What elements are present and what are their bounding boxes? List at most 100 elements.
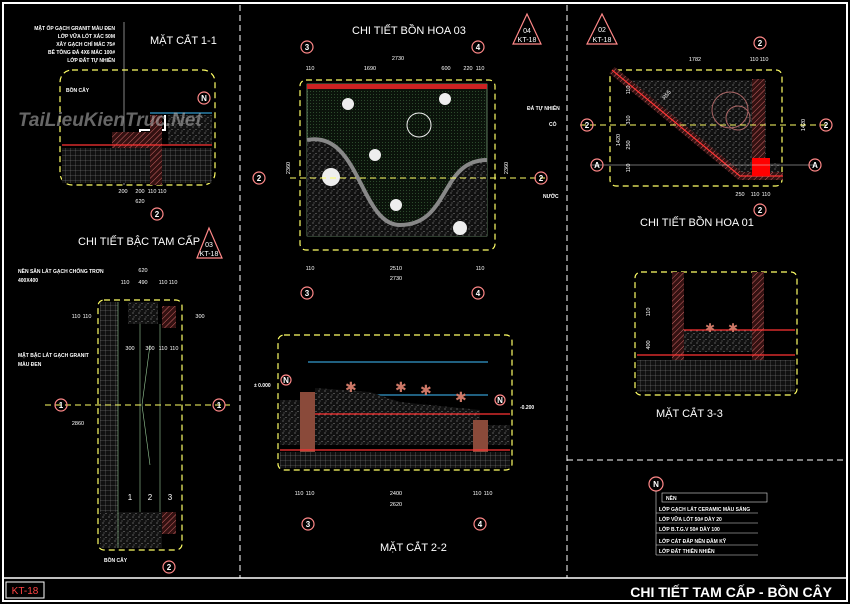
grid-bubble-2: 2 — [753, 203, 767, 217]
planter-01-title: CHI TIẾT BỒN HOA 01 — [640, 216, 754, 229]
svg-text:03: 03 — [205, 242, 213, 249]
dim-total: 2730 — [392, 56, 404, 62]
svg-text:2: 2 — [585, 121, 590, 130]
section-2-2-title: MẶT CẮT 2-2 — [380, 541, 447, 554]
dim-label: 110 — [306, 491, 315, 497]
svg-text:3: 3 — [306, 520, 311, 529]
layer-label: MẶT ỐP GẠCH GRANIT MÀU ĐEN — [34, 25, 115, 32]
dim-label: 110 — [158, 189, 167, 195]
legend-item: LỚP ĐẤT THIÊN NHIÊN — [659, 547, 715, 555]
grid-bubble-3: 3 — [300, 286, 314, 300]
svg-text:3: 3 — [305, 43, 310, 52]
dim-label: 200 — [135, 189, 144, 195]
legend-item: LỚP CÁT ĐẮP NỀN ĐẦM KỸ — [659, 537, 727, 545]
sheet-code: KT-18 — [12, 586, 39, 597]
dim-label: 110 — [170, 346, 179, 352]
svg-text:2: 2 — [539, 174, 544, 183]
dim-label: 110 — [484, 491, 493, 497]
dim-label: 110 — [476, 66, 485, 72]
dim-label: 1420 — [616, 134, 622, 146]
svg-text:✱: ✱ — [395, 379, 407, 395]
grid-bubble-a: A — [590, 158, 604, 172]
watermark-logo: TaiLieuKienTruc.Net — [18, 110, 202, 131]
svg-text:2: 2 — [758, 206, 763, 215]
dim-label: 110 — [306, 66, 315, 72]
dim-label: 110 — [750, 57, 759, 63]
svg-text:4: 4 — [476, 289, 481, 298]
north-marker: N — [648, 476, 664, 492]
svg-text:4: 4 — [478, 520, 483, 529]
grid-bubble-4: 4 — [473, 517, 487, 531]
dim-label: 110 — [646, 308, 652, 317]
dim-label: 110 — [626, 164, 632, 173]
svg-text:02: 02 — [598, 27, 606, 34]
dim-label: 250 — [626, 140, 632, 149]
svg-text:2: 2 — [167, 563, 172, 572]
dim-label: 110 — [83, 314, 92, 320]
section-2-2: ✱✱✱✱ ± 0.000 -0.200 N N 110 110 2400 110… — [254, 334, 534, 554]
dim-label: 110 — [473, 491, 482, 497]
layer-label: LỚP VỮA LÓT XÁC 50M — [58, 32, 115, 40]
north-marker: N — [494, 394, 506, 406]
planter-tag: BỒN CÂY — [66, 87, 90, 94]
material-legend: N NỀN LỚP GẠCH LÁT CERAMIC MÀU SÁNG LỚP … — [648, 476, 768, 556]
dim-label: R55 — [662, 90, 673, 102]
svg-text:4: 4 — [476, 43, 481, 52]
dim-label: 220 — [463, 66, 472, 72]
layer-label: LỚP ĐẤT TỰ NHIÊN — [67, 56, 115, 64]
svg-text:2: 2 — [758, 39, 763, 48]
dim-label: 1690 — [364, 66, 376, 72]
grid-bubble-2: 2 — [150, 207, 164, 221]
step-number: 1 — [128, 493, 133, 502]
dim-label: 110 — [72, 314, 81, 320]
dim-label: 110 — [476, 266, 485, 272]
dim-label: 110 — [159, 346, 168, 352]
dim-total: 2620 — [390, 502, 402, 508]
section-3-3: ✱✱ 110 400 MẶT CẮT 3-3 — [634, 271, 798, 420]
dim-label: 300 — [125, 346, 134, 352]
level-marker: ± 0.000 — [254, 383, 271, 389]
layer-label: XÂY GẠCH CHỈ MÁC 75# — [56, 41, 115, 48]
svg-text:2: 2 — [824, 121, 829, 130]
grid-bubble-2: 2 — [753, 36, 767, 50]
dim-label: 2860 — [72, 421, 84, 427]
section-marker-2: 2 — [534, 171, 548, 185]
dim-label: 490 — [138, 280, 147, 286]
dim-label: 2400 — [390, 491, 402, 497]
dim-label: 110 — [148, 189, 157, 195]
dim-total: 2730 — [390, 276, 402, 282]
note-label: 400X400 — [18, 278, 38, 284]
north-marker: N — [197, 91, 211, 105]
svg-text:✱: ✱ — [345, 379, 357, 395]
dim-label: 2510 — [390, 266, 402, 272]
section-marker-2: 2 — [252, 171, 266, 185]
planter-tag: BỒN CÂY — [104, 557, 128, 564]
dim-label: 1782 — [689, 57, 701, 63]
legend-item: LỚP B.T.G.V 50# DÀY 100 — [659, 525, 720, 533]
dim-total: 620 — [138, 268, 147, 274]
svg-text:N: N — [283, 376, 289, 385]
step-number: 2 — [148, 493, 153, 502]
level-marker: -0.200 — [520, 405, 534, 411]
dim-label: 1420 — [801, 119, 807, 131]
dim-label: 300 — [195, 314, 204, 320]
section-1-1: MẶT CẮT 1-1 MẶT ỐP GẠCH GRANIT MÀU ĐEN L… — [34, 22, 217, 221]
dim-label: 250 — [735, 192, 744, 198]
grid-bubble-4: 4 — [471, 40, 485, 54]
grid-bubble-3: 3 — [301, 517, 315, 531]
legend-item: LỚP VỮA LÓT 50# DÀY 20 — [659, 515, 722, 523]
dim-label: 200 — [118, 189, 127, 195]
dim-label: 110 — [169, 280, 178, 286]
dim-label: 400 — [646, 340, 652, 349]
dim-label: 310 — [626, 115, 632, 124]
note-label: MẶT BẬC LÁT GẠCH GRANIT — [18, 352, 89, 359]
legend-item: LỚP GẠCH LÁT CERAMIC MÀU SÁNG — [659, 505, 750, 513]
svg-text:N: N — [201, 94, 207, 103]
sheet-title: CHI TIẾT TAM CẤP - BỒN CÂY — [630, 583, 832, 600]
svg-text:N: N — [653, 480, 659, 489]
